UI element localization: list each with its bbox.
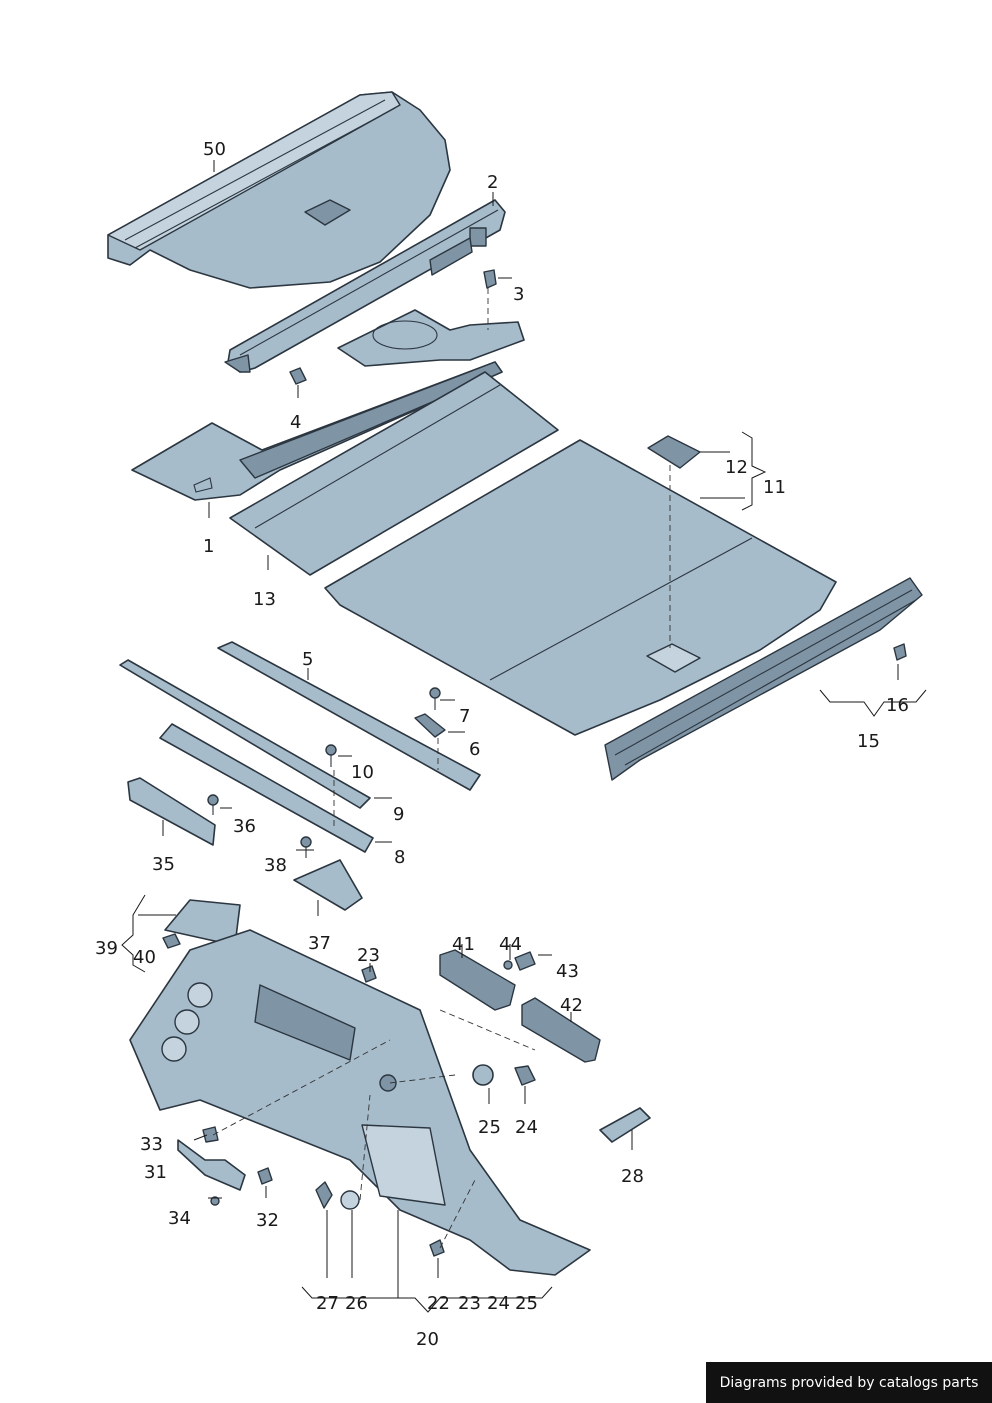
part-side-tray (337, 309, 525, 367)
callout-5: 5 (302, 649, 313, 670)
callout-42: 42 (560, 995, 583, 1016)
part-42-light (521, 997, 601, 1063)
callout-12: 12 (725, 457, 748, 478)
callout-28: 28 (621, 1166, 644, 1187)
part-24-plug (514, 1065, 536, 1086)
callout-9: 9 (393, 804, 404, 825)
part-31-bracket (177, 1139, 246, 1191)
callout-25-mid: 25 (478, 1117, 501, 1138)
callout-11: 11 (763, 477, 786, 498)
callout-1: 1 (203, 536, 214, 557)
part-40-clip (162, 933, 181, 949)
footer-credit-text: Diagrams provided by catalogs parts (719, 1374, 979, 1391)
callout-8: 8 (394, 847, 405, 868)
callout-16: 16 (886, 695, 909, 716)
part-9-bar (119, 659, 371, 809)
callout-32: 32 (256, 1210, 279, 1231)
leader-lines (121, 160, 927, 1313)
callout-24-bottom: 24 (487, 1293, 510, 1314)
part-28-socket (599, 1107, 651, 1143)
part-35-bracket (127, 777, 216, 846)
callout-31: 31 (144, 1162, 167, 1183)
callout-10: 10 (351, 762, 374, 783)
callout-6: 6 (469, 739, 480, 760)
callout-39: 39 (95, 938, 118, 959)
part-16-clip (893, 643, 907, 661)
callout-43: 43 (556, 961, 579, 982)
part-5-bar (217, 641, 481, 791)
part-32-clip (257, 1167, 273, 1185)
callout-2: 2 (487, 172, 498, 193)
part-11-floor-panel (324, 439, 837, 736)
part-6-bracket (414, 713, 446, 738)
callout-20: 20 (416, 1329, 439, 1350)
callout-24-mid: 24 (515, 1117, 538, 1138)
callout-26: 26 (345, 1293, 368, 1314)
callout-35: 35 (152, 854, 175, 875)
callout-22: 22 (427, 1293, 450, 1314)
part-13-floor-board (229, 371, 559, 576)
footer-credit-badge: Diagrams provided by catalogs parts (706, 1362, 992, 1403)
callout-36: 36 (233, 816, 256, 837)
callout-25-bottom: 25 (515, 1293, 538, 1314)
part-34-screw (210, 1196, 220, 1206)
callout-23-bottom: 23 (458, 1293, 481, 1314)
part-41-light (439, 949, 516, 1011)
callout-34: 34 (168, 1208, 191, 1229)
part-50-luggage-cover (107, 91, 451, 289)
part-27-hook (315, 1181, 333, 1209)
callout-23-top: 23 (357, 945, 380, 966)
callout-27: 27 (316, 1293, 339, 1314)
callout-50: 50 (203, 139, 226, 160)
part-1-floor-insert (131, 361, 503, 501)
callout-33: 33 (140, 1134, 163, 1155)
part-23-clip (361, 965, 377, 983)
part-15-sill-cover (604, 577, 923, 781)
callout-38: 38 (264, 855, 287, 876)
part-20-side-trim (129, 929, 591, 1276)
part-12-handle (647, 435, 701, 469)
screw-parts (207, 687, 441, 858)
callout-37: 37 (308, 933, 331, 954)
part-37-support (293, 859, 363, 911)
callout-13: 13 (253, 589, 276, 610)
part-8-bar (159, 723, 374, 853)
part-33-clip (202, 1126, 219, 1143)
part-4-clip (289, 367, 307, 385)
part-43-bulb (514, 951, 536, 971)
callout-41: 41 (452, 934, 475, 955)
callout-40: 40 (133, 947, 156, 968)
callout-4: 4 (290, 412, 301, 433)
callout-44: 44 (499, 934, 522, 955)
part-39-corner-piece (164, 899, 241, 946)
callout-labels: 50 2 3 4 1 13 12 11 5 7 6 10 9 8 36 35 3… (95, 139, 909, 1350)
assembly-dashed-lines (212, 288, 671, 1249)
part-44-screw (503, 960, 513, 970)
callout-7: 7 (459, 706, 470, 727)
callout-15: 15 (857, 731, 880, 752)
part-2-rail (224, 199, 506, 373)
part-22-clip (429, 1239, 445, 1257)
part-26-ring (340, 1190, 360, 1210)
part-3-clip (483, 269, 497, 289)
callout-3: 3 (513, 284, 524, 305)
part-25-grommet (472, 1064, 494, 1086)
